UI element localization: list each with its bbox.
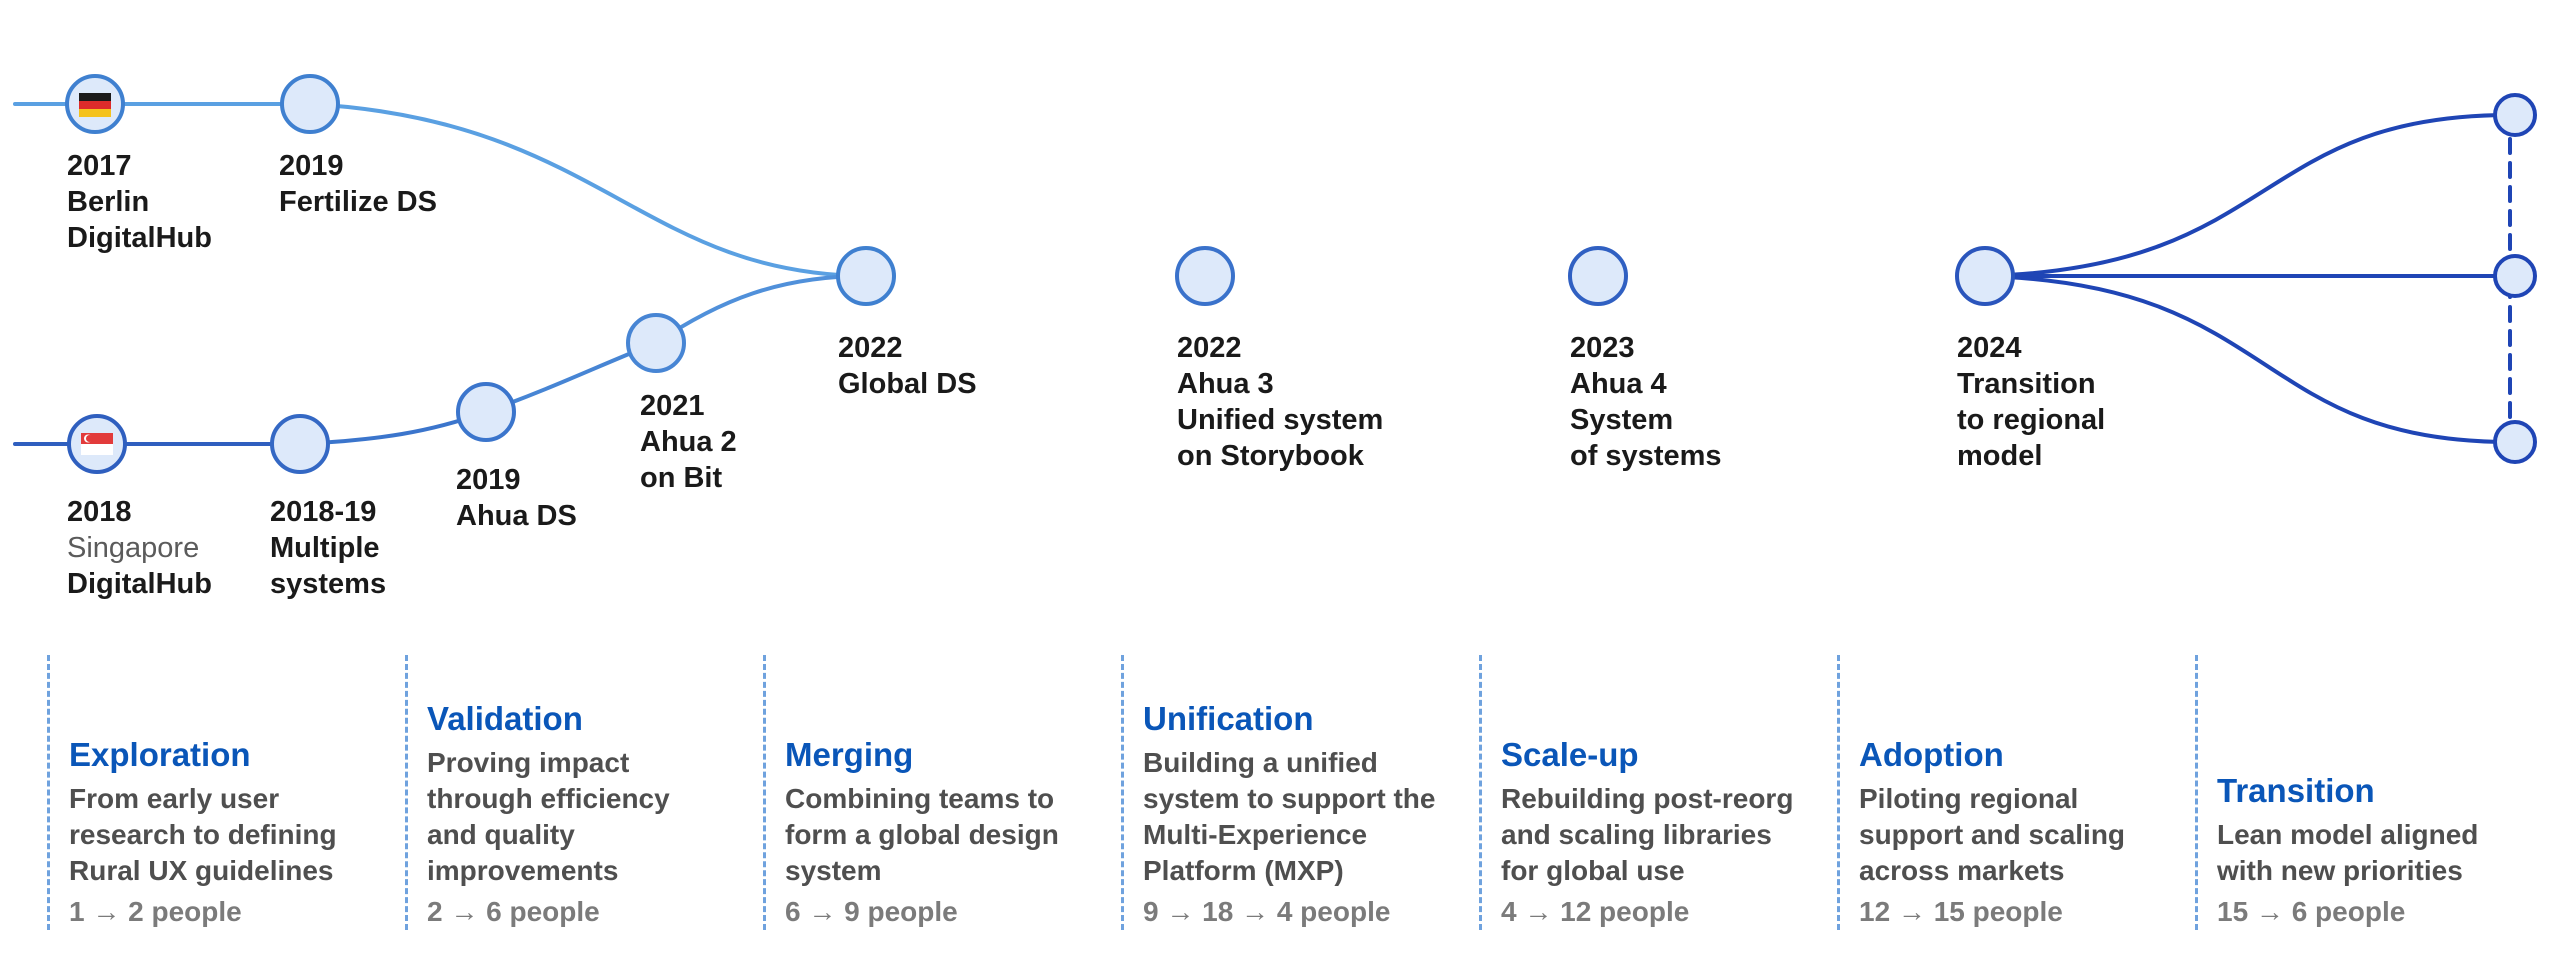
node-ahua3: [1175, 246, 1235, 306]
phase-validation: Validation Proving impact through effici…: [405, 655, 745, 930]
node-label-ahua4: 2023 Ahua 4 System of systems: [1570, 332, 1722, 472]
node-label-fertilize: 2019 Fertilize DS: [279, 150, 437, 218]
node-ahua-ds: [456, 382, 516, 442]
fork-upper: [1978, 113, 2512, 278]
phase-transition: Transition Lean model aligned with new p…: [2195, 655, 2535, 930]
node-global: [836, 246, 896, 306]
node-transition: [1955, 246, 2015, 306]
node-end-middle: [2493, 254, 2537, 298]
top-branch-curve: [308, 102, 868, 278]
phase-exploration: Exploration From early user research to …: [47, 655, 387, 930]
phase-merging: Merging Combining teams to form a global…: [763, 655, 1103, 930]
phase-description: Rebuilding post-reorg and scaling librar…: [1501, 783, 1794, 886]
phase-description: Proving impact through efficiency and qu…: [427, 747, 670, 886]
phase-description: Combining teams to form a global design …: [785, 783, 1059, 886]
phase-title: Unification: [1143, 700, 1314, 737]
phase-people-count: 2 → 6 people: [427, 896, 600, 927]
phase-people-count: 1 → 2 people: [69, 896, 242, 927]
germany-flag-icon: [79, 93, 111, 117]
bottom-branch-curve-3: [654, 274, 868, 345]
phase-description: Lean model aligned with new priorities: [2217, 819, 2479, 886]
phase-people-count: 12 → 15 people: [1859, 896, 2063, 927]
phase-description: From early user research to defining Rur…: [69, 783, 337, 886]
node-label-berlin: 2017 Berlin DigitalHub: [67, 150, 212, 254]
node-label-transition: 2024 Transition to regional model: [1957, 332, 2106, 472]
timeline-diagram: [13, 74, 2537, 474]
phase-scale-up: Scale-up Rebuilding post-reorg and scali…: [1479, 655, 1819, 930]
node-fertilize: [280, 74, 340, 134]
phase-description: Piloting regional support and scaling ac…: [1859, 783, 2126, 886]
node-label-multiple: 2018-19 Multiple systems: [270, 496, 387, 600]
node-multiple: [270, 414, 330, 474]
phase-people-count: 6 → 9 people: [785, 896, 958, 927]
node-label-ahua-ds: 2019 Ahua DS: [456, 464, 577, 532]
phase-title: Exploration: [69, 736, 251, 773]
phase-title: Adoption: [1859, 736, 2004, 773]
phase-title: Transition: [2217, 772, 2375, 809]
phase-people-count: 9 → 18 → 4 people: [1143, 896, 1391, 927]
node-ahua4: [1568, 246, 1628, 306]
node-label-ahua2: 2021 Ahua 2 on Bit: [640, 390, 737, 494]
node-label-ahua3: 2022 Ahua 3 Unified system on Storybook: [1177, 332, 1384, 472]
phase-unification: Unification Building a unified system to…: [1121, 655, 1461, 930]
singapore-flag-icon: [81, 433, 113, 455]
node-label-singapore: 2018 Singapore DigitalHub: [67, 496, 212, 600]
node-end-bottom: [2493, 420, 2537, 464]
phase-description: Building a unified system to support the…: [1143, 747, 1436, 886]
phase-title: Validation: [427, 700, 583, 737]
fork-lower: [1978, 274, 2512, 444]
phase-people-count: 15 → 6 people: [2217, 896, 2406, 927]
node-label-global: 2022 Global DS: [838, 332, 977, 400]
phase-title: Scale-up: [1501, 736, 1639, 773]
node-ahua2: [626, 313, 686, 373]
phase-people-count: 4 → 12 people: [1501, 896, 1690, 927]
phase-adoption: Adoption Piloting regional support and s…: [1837, 655, 2177, 930]
node-end-top: [2493, 93, 2537, 137]
phase-title: Merging: [785, 736, 914, 773]
